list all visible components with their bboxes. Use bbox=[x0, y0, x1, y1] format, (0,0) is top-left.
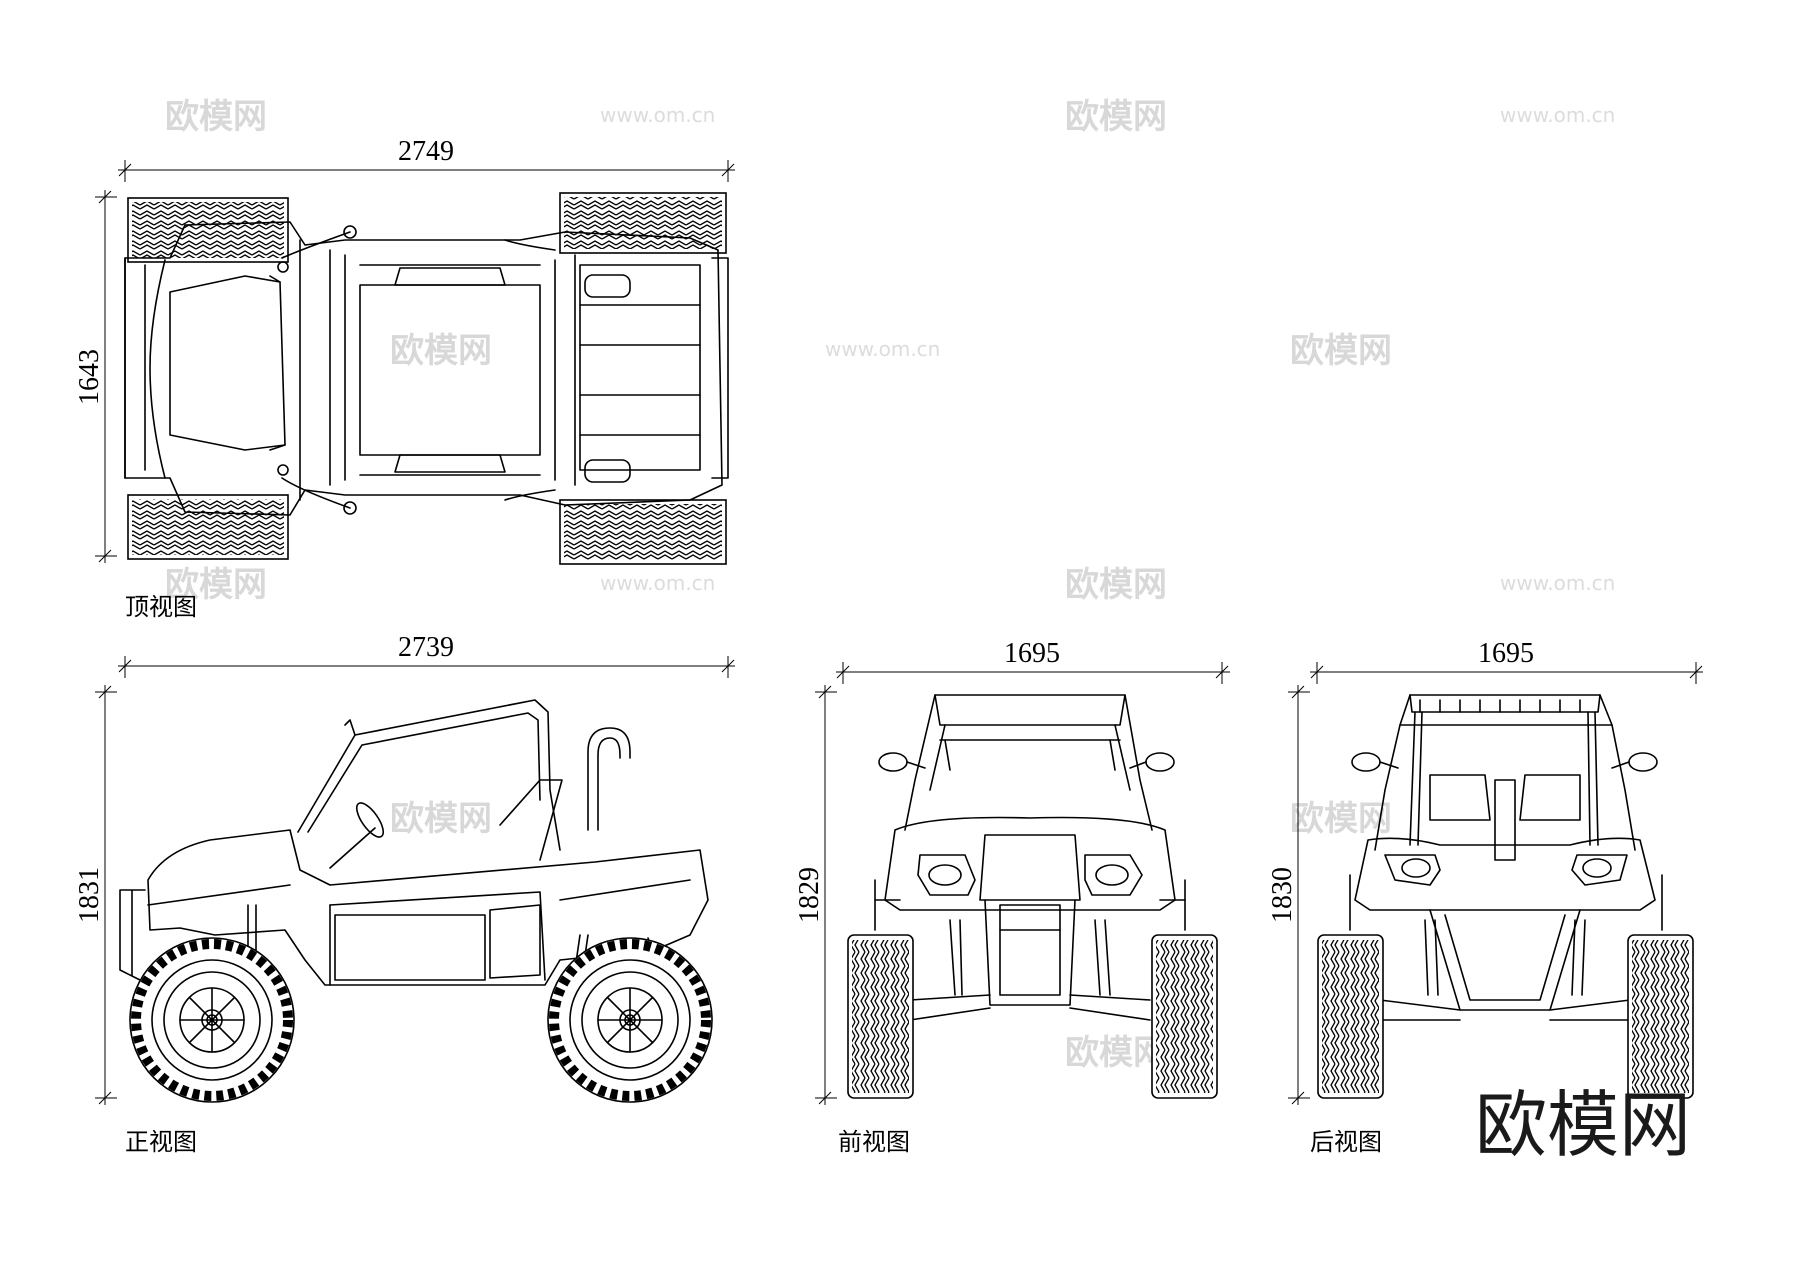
view-label-top: 顶视图 bbox=[125, 593, 197, 621]
tire-tread bbox=[564, 504, 722, 560]
rear-view: 1695 1830 bbox=[1267, 638, 1703, 1156]
watermark-text: 欧模网 bbox=[165, 565, 267, 605]
top-view: 2749 1643 bbox=[74, 136, 735, 621]
vehicle-body-rear bbox=[1349, 694, 1663, 1021]
watermark-url: www.om.cn bbox=[1500, 571, 1615, 595]
dimension-width-side: 2739 bbox=[118, 632, 735, 678]
vehicle-body-front bbox=[874, 694, 1186, 1021]
rear-view-tires bbox=[1317, 934, 1694, 1099]
vehicle-body-top bbox=[124, 221, 729, 516]
watermark-url: www.om.cn bbox=[600, 571, 715, 595]
dimension-label: 2739 bbox=[398, 632, 454, 663]
tire-tread bbox=[132, 499, 284, 555]
front-wheel bbox=[129, 937, 295, 1103]
view-label-front: 前视图 bbox=[838, 1128, 910, 1156]
vehicle-body-side bbox=[119, 699, 709, 1001]
watermark-url: www.om.cn bbox=[1500, 103, 1615, 127]
watermark-text: 欧模网 bbox=[1065, 1033, 1167, 1073]
watermark-text: 欧模网 bbox=[1290, 331, 1392, 371]
watermark-text: 欧模网 bbox=[390, 799, 492, 839]
dimension-height-side: 1831 bbox=[74, 685, 117, 1105]
dimension-width-front: 1695 bbox=[836, 638, 1230, 684]
dimension-height-front: 1829 bbox=[794, 685, 837, 1105]
rear-wheel bbox=[547, 937, 713, 1103]
view-label-side: 正视图 bbox=[125, 1128, 197, 1156]
dimension-label: 1829 bbox=[794, 867, 825, 923]
tire-tread bbox=[132, 202, 284, 258]
dimension-label: 1695 bbox=[1478, 638, 1534, 669]
dimension-label: 1831 bbox=[74, 867, 105, 923]
dimension-height-rear: 1830 bbox=[1267, 685, 1310, 1105]
front-view-tires bbox=[847, 934, 1218, 1099]
dimension-width-rear: 1695 bbox=[1310, 638, 1703, 684]
dimension-width-top: 2749 bbox=[118, 136, 735, 182]
watermark-text: 欧模网 bbox=[1065, 565, 1167, 605]
side-view: 2739 1831 bbox=[74, 632, 735, 1156]
watermark-text: 欧模网 bbox=[1290, 799, 1392, 839]
watermark-url: www.om.cn bbox=[825, 337, 940, 361]
watermark-text: 欧模网 bbox=[390, 331, 492, 371]
dimension-label: 1643 bbox=[74, 349, 105, 405]
dimension-label: 2749 bbox=[398, 136, 454, 167]
dimension-label: 1695 bbox=[1004, 638, 1060, 669]
brand-logo: 欧模网 bbox=[1475, 1083, 1691, 1167]
watermark-text: 欧模网 bbox=[165, 97, 267, 137]
dimension-height-top: 1643 bbox=[74, 190, 117, 563]
dimension-label: 1830 bbox=[1267, 867, 1298, 923]
view-label-rear: 后视图 bbox=[1310, 1128, 1382, 1156]
watermark-text: 欧模网 bbox=[1065, 97, 1167, 137]
watermark-layer: 欧模网 www.om.cn 欧模网 www.om.cn 欧模网 www.om.c… bbox=[165, 97, 1615, 1073]
watermark-url: www.om.cn bbox=[600, 103, 715, 127]
front-view: 1695 1829 bbox=[794, 638, 1230, 1156]
